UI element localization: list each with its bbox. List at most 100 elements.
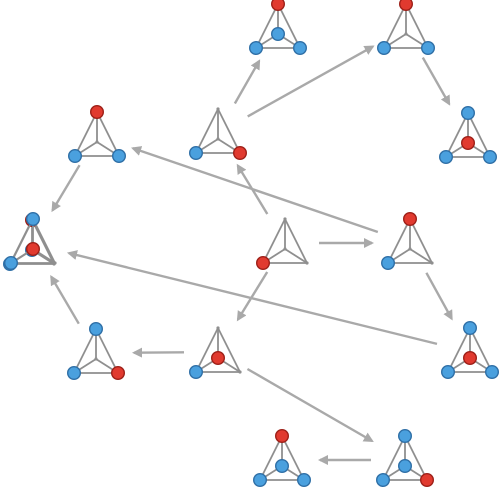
blue-node [376,472,391,488]
blue-node [189,145,204,161]
blue-node [397,458,413,474]
tetrahedron-edge [387,218,411,264]
vertex-dot [408,247,412,251]
blue-node [439,149,454,165]
blue-node [292,40,308,56]
state-s1 [189,326,242,380]
vertex-dot [283,217,287,221]
blue-node [377,40,392,56]
vertex-dot [216,107,220,111]
vertex-dot [95,140,99,144]
blue-node [420,40,436,56]
red-node [25,241,41,257]
red-node [256,255,271,271]
blue-node [381,255,396,271]
tetrahedron-edge [74,111,98,157]
blue-node [460,106,476,121]
tetrahedron-edge [10,218,34,264]
vertex-dot [430,261,434,265]
tetrahedron-edge [217,108,241,154]
blue-node [482,149,498,165]
state-s13 [4,212,57,271]
tetrahedron-edge [95,328,119,374]
transition-arrows [50,45,453,466]
blue-node [462,321,478,336]
blue-node [88,322,104,337]
vertex-dot [53,261,57,265]
vertex-dot [94,357,98,361]
tetrahedron-edge [262,218,286,264]
tetrahedron-edge [259,435,283,481]
blue-node [253,472,268,488]
vertex-dot [238,370,242,374]
tetrahedron-edge [217,327,241,373]
blue-node [189,364,204,380]
transition-arrow-s6-to-s9 [425,272,453,321]
tetrahedron-edge [467,112,491,158]
state-s9 [441,321,500,380]
tetrahedron-edge [31,219,55,265]
tetrahedron-edge [447,327,471,373]
tetrahedron-edge [382,435,406,481]
blue-node [270,26,286,42]
blue-node [397,429,413,444]
red-node [232,145,248,161]
tetrahedron-states [3,0,500,488]
red-node [399,0,413,11]
tetrahedron-edge [195,327,219,373]
state-s11 [376,429,435,488]
blue-node [111,148,127,164]
tetrahedron-edge [405,3,429,49]
tetrahedron-edge [404,435,428,481]
transition-arrow-s7-to-s8 [50,275,80,325]
transition-arrow-s0-to-s1 [236,271,269,322]
red-node [110,365,126,381]
transition-arrow-s4-to-s5 [421,56,451,106]
tetrahedron-edge [409,248,433,264]
red-node [89,105,105,120]
red-node [271,0,285,11]
tetrahedron-edge [32,218,56,264]
blue-node [67,365,82,381]
tetrahedron-edge [281,435,305,481]
red-node [402,212,418,227]
vertex-dot [216,137,220,141]
red-node [274,429,290,444]
blue-node [441,364,456,380]
transition-arrow-s12-to-s13 [51,164,81,213]
state-s6 [381,212,434,271]
transition-arrow-s1-to-s11 [246,367,374,443]
vertex-dot [305,261,309,265]
blue-node [249,40,264,56]
state-s0 [256,217,309,271]
blue-node [296,472,312,488]
transition-arrow-s6-to-s12 [131,146,379,234]
vertex-dot [216,326,220,330]
tetrahedron-edge [96,111,120,157]
transition-arrow-s9-to-s8 [66,250,438,346]
tetrahedron-edge [409,218,433,264]
tetrahedron-edge [445,112,469,158]
tetrahedron-edge [195,108,219,154]
tetrahedron-edge [255,3,279,49]
state-s4 [377,0,436,56]
tetrahedron-edge [277,3,301,49]
tetrahedron-edge [73,328,97,374]
transition-arrow-s3-to-s2 [233,59,261,105]
blue-node [484,364,500,380]
tetrahedron-edge [284,218,308,264]
vertex-dot [404,32,408,36]
state-s5 [439,106,498,165]
blue-node [68,148,83,164]
red-node [460,135,476,151]
state-s2 [249,0,308,56]
red-node [210,350,226,366]
transition-arrow-s3-to-s4 [247,45,375,118]
tetrahedron-edge [383,3,407,49]
tetrahedron-edge [284,248,308,264]
vertex-dot [283,247,287,251]
red-node [462,350,478,366]
state-s7 [67,322,126,381]
blue-node [4,255,19,271]
